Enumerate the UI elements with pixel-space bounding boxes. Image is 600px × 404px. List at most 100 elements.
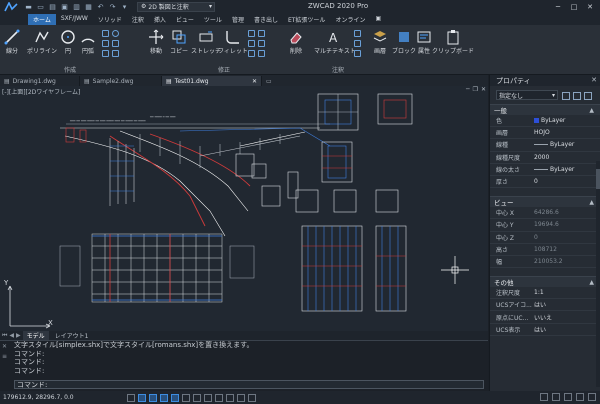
prop-row[interactable]: 厚さ 0: [490, 176, 600, 189]
mtext-button[interactable]: A マルチテキスト: [314, 31, 356, 55]
tab-extra-icon[interactable]: ▣: [375, 15, 382, 22]
fullscreen-icon[interactable]: [576, 393, 584, 401]
close-button[interactable]: ✕: [587, 2, 593, 11]
annotation-scale-icon[interactable]: [552, 393, 560, 401]
doc-tab-sample2[interactable]: ▤ Sample2.dwg: [80, 76, 162, 86]
tab-tools[interactable]: ツール: [203, 17, 222, 24]
tab-nav-next-icon[interactable]: ▶: [16, 332, 21, 339]
prop-row[interactable]: 原点にUC... いいえ: [490, 311, 600, 324]
prop-row[interactable]: 色 ByLayer: [490, 115, 600, 128]
otrack-toggle-icon[interactable]: [182, 393, 190, 402]
print-icon[interactable]: ▦: [85, 2, 92, 11]
collapse-icon[interactable]: ▲: [589, 106, 594, 114]
prop-row[interactable]: UCS表示 はい: [490, 324, 600, 336]
rotate-icon[interactable]: [248, 30, 255, 37]
workspace-switch-icon[interactable]: [540, 393, 548, 401]
minimize-button[interactable]: ─: [555, 2, 561, 11]
close-icon[interactable]: ✕: [591, 76, 597, 84]
polygon-icon[interactable]: [102, 50, 109, 57]
table-icon[interactable]: [354, 50, 361, 57]
folder-icon[interactable]: ▬: [25, 2, 32, 11]
polyline-button[interactable]: ポリライン: [27, 29, 57, 55]
arc-button[interactable]: 円弧: [80, 29, 96, 55]
block-button[interactable]: ブロック: [392, 29, 416, 55]
rectangle-icon[interactable]: [102, 30, 109, 37]
tab-model[interactable]: モデル: [22, 331, 49, 340]
pickadd-icon[interactable]: [584, 92, 592, 100]
prop-row[interactable]: 画層 HOJO: [490, 127, 600, 140]
select-objects-icon[interactable]: [573, 92, 581, 100]
saveas-icon[interactable]: ▥: [73, 2, 80, 11]
prop-row[interactable]: 線種尺度 2000: [490, 152, 600, 164]
line-button[interactable]: 線分: [4, 29, 20, 55]
doc-tab-drawing1[interactable]: ▤ Drawing1.dwg: [0, 76, 80, 86]
annotation-monitor-icon[interactable]: [248, 393, 256, 402]
prop-row[interactable]: UCSアイコ... はい: [490, 299, 600, 312]
ortho-toggle-icon[interactable]: [149, 393, 157, 402]
customize-icon[interactable]: [588, 393, 596, 401]
leader-icon[interactable]: [354, 40, 361, 47]
redo-icon[interactable]: ↷: [109, 2, 116, 11]
viewport-close-icon[interactable]: ✕: [480, 86, 486, 93]
collapse-icon[interactable]: ▲: [589, 278, 594, 286]
snap-toggle-icon[interactable]: [138, 393, 146, 402]
fillet-button[interactable]: フィレット: [218, 29, 248, 55]
scrollbar-thumb[interactable]: [596, 169, 600, 189]
ducs-toggle-icon[interactable]: [193, 393, 201, 402]
tab-manage[interactable]: 管理: [231, 17, 244, 24]
tab-home[interactable]: ホーム: [28, 14, 56, 25]
attribute-button[interactable]: 属性: [416, 29, 432, 55]
section-misc[interactable]: その他 ▲: [490, 276, 600, 288]
command-window-handle[interactable]: ✕ ≡: [2, 343, 7, 360]
tab-insert[interactable]: 挿入: [153, 17, 166, 24]
collapse-icon[interactable]: ▲: [589, 198, 594, 206]
clipboard-button[interactable]: クリップボード: [432, 29, 474, 55]
dyn-toggle-icon[interactable]: [204, 393, 212, 402]
trim-icon[interactable]: [258, 30, 265, 37]
stretch-button[interactable]: ストレッチ: [191, 29, 221, 55]
osnap-toggle-icon[interactable]: [171, 393, 179, 402]
doc-tab-test01[interactable]: ▤ Test01.dwg ✕: [162, 76, 262, 86]
section-view[interactable]: ビュー ▲: [490, 196, 600, 208]
polar-toggle-icon[interactable]: [160, 393, 168, 402]
tab-layout1[interactable]: レイアウト1: [54, 333, 89, 340]
grid-toggle-icon[interactable]: [127, 393, 135, 402]
mirror-icon[interactable]: [248, 40, 255, 47]
properties-scrollbar[interactable]: [596, 161, 600, 387]
close-icon[interactable]: ✕: [2, 343, 8, 350]
tab-annotate[interactable]: 注釈: [131, 17, 144, 24]
close-tab-icon[interactable]: ✕: [251, 77, 257, 85]
prop-row[interactable]: 注釈尺度 1:1: [490, 287, 600, 300]
tab-nav-first-icon[interactable]: ⏮: [2, 331, 8, 339]
new-file-icon[interactable]: ▭: [37, 2, 44, 11]
viewport-label[interactable]: [-][上面][2Dワイヤフレーム]: [2, 89, 81, 96]
new-tab-button[interactable]: ▭: [262, 76, 276, 86]
tab-online[interactable]: オンライン: [335, 17, 366, 24]
selection-cycle-icon[interactable]: [237, 393, 245, 402]
tab-export[interactable]: 書き出し: [253, 17, 278, 24]
section-general[interactable]: 一般 ▲: [490, 104, 600, 115]
drawing-canvas[interactable]: [-][上面][2Dワイヤフレーム] ─ ❐ ✕ ━━━ ━━ ━━━ ━━━: [0, 86, 488, 331]
maximize-button[interactable]: □: [570, 2, 578, 11]
prop-row[interactable]: 線種 ByLayer: [490, 139, 600, 152]
move-button[interactable]: 移動: [148, 29, 164, 55]
open-icon[interactable]: ▤: [49, 2, 56, 11]
viewport-restore-icon[interactable]: ❐: [472, 86, 478, 93]
region-icon[interactable]: [112, 50, 119, 57]
erase-button[interactable]: 削除: [288, 29, 304, 55]
app-logo-icon[interactable]: [0, 0, 22, 13]
settings-icon[interactable]: ≡: [2, 353, 8, 360]
command-input[interactable]: コマンド:: [14, 380, 484, 389]
offset-icon[interactable]: [258, 50, 265, 57]
extend-icon[interactable]: [258, 40, 265, 47]
quick-select-icon[interactable]: [562, 92, 570, 100]
layer-button[interactable]: 画層: [372, 29, 388, 55]
tab-nav-prev-icon[interactable]: ◀: [9, 332, 15, 339]
workspace-select[interactable]: ⚙ 2D 製図と注釈 ▾: [137, 1, 215, 12]
lineweight-toggle-icon[interactable]: [215, 393, 223, 402]
dimension-icon[interactable]: [354, 30, 361, 37]
dropdown-icon[interactable]: ▾: [122, 2, 127, 11]
ellipse-icon[interactable]: [112, 30, 119, 37]
copy-button[interactable]: コピー: [170, 29, 188, 55]
viewport-minimize-icon[interactable]: ─: [465, 86, 470, 93]
